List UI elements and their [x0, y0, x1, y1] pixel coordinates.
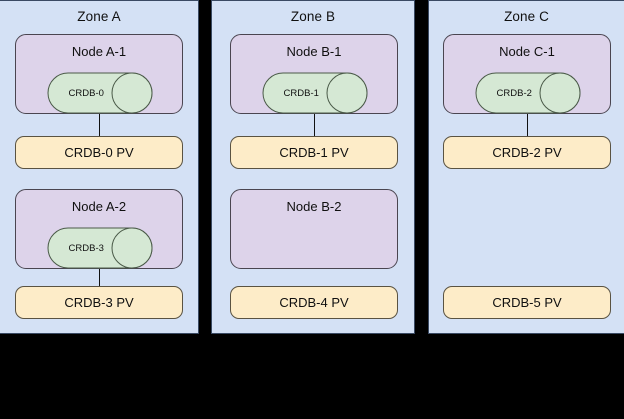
pod-cylinder-crdb-0: CRDB-0 — [47, 72, 153, 114]
node-label-b-1: Node B-1 — [286, 44, 342, 59]
pv-label-crdb-5: CRDB-5 PV — [492, 295, 562, 310]
pv-box-crdb-5: CRDB-5 PV — [443, 286, 611, 319]
zone-container-a: Zone A Node A-1 CRDB-0 CRDB-0 PV Node A-… — [0, 0, 199, 334]
node-label-a-2: Node A-2 — [71, 199, 127, 214]
pv-label-crdb-1: CRDB-1 PV — [279, 145, 349, 160]
zone-container-c: Zone C Node C-1 CRDB-2 CRDB-2 PV CRDB-5 … — [428, 0, 624, 334]
node-label-b-2: Node B-2 — [286, 199, 342, 214]
zone-title-b: Zone B — [290, 9, 336, 24]
pod-cylinder-crdb-1: CRDB-1 — [262, 72, 368, 114]
pv-label-crdb-0: CRDB-0 PV — [64, 145, 134, 160]
pv-box-crdb-1: CRDB-1 PV — [230, 136, 398, 169]
node-box-a-1: Node A-1 CRDB-0 — [15, 34, 183, 114]
pv-label-crdb-3: CRDB-3 PV — [64, 295, 134, 310]
zone-title-c: Zone C — [504, 9, 549, 24]
pod-cylinder-crdb-3: CRDB-3 — [47, 227, 153, 269]
node-box-c-1: Node C-1 CRDB-2 — [443, 34, 611, 114]
node-box-a-2: Node A-2 CRDB-3 — [15, 189, 183, 269]
zone-title-a: Zone A — [77, 9, 121, 24]
connector-crdb-1 — [314, 114, 315, 136]
node-box-b-1: Node B-1 CRDB-1 — [230, 34, 398, 114]
connector-crdb-3 — [99, 269, 100, 288]
pv-box-crdb-0: CRDB-0 PV — [15, 136, 183, 169]
node-box-b-2: Node B-2 — [230, 189, 398, 269]
pod-cylinder-crdb-2: CRDB-2 — [475, 72, 581, 114]
zone-container-b: Zone B Node B-1 CRDB-1 CRDB-1 PV Node B-… — [211, 0, 415, 334]
node-label-c-1: Node C-1 — [499, 44, 555, 59]
pv-label-crdb-2: CRDB-2 PV — [492, 145, 562, 160]
pv-box-crdb-4: CRDB-4 PV — [230, 286, 398, 319]
connector-crdb-2 — [527, 114, 528, 136]
pv-label-crdb-4: CRDB-4 PV — [279, 295, 349, 310]
pv-box-crdb-3: CRDB-3 PV — [15, 286, 183, 319]
pv-box-crdb-2: CRDB-2 PV — [443, 136, 611, 169]
connector-crdb-0 — [99, 114, 100, 136]
node-label-a-1: Node A-1 — [71, 44, 127, 59]
